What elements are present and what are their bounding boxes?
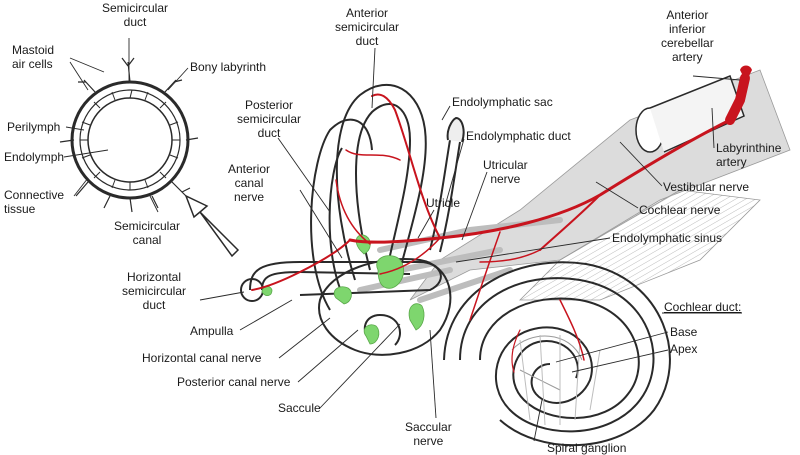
label-cochlear-duct: Cochlear duct: — [664, 300, 742, 314]
label-posterior-semicircular-duct: Posterior semicircular duct — [237, 98, 302, 140]
label-cochlear-nerve: Cochlear nerve — [639, 203, 721, 217]
label-spiral-ganglion: Spiral ganglion — [547, 441, 627, 455]
label-anterior-inferior-cerebellar-artery: Anterior inferior cerebellar artery — [661, 8, 714, 64]
label-anterior-semicircular-duct: Anterior semicircular duct — [335, 6, 400, 48]
label-endolymphatic-duct: Endolymphatic duct — [466, 129, 571, 143]
endolymph-duct-wall — [87, 97, 173, 183]
cross-section-leader-lines — [63, 38, 189, 213]
label-utricle: Utricle — [426, 196, 461, 210]
mastoid-air-cell-spikes — [59, 57, 199, 213]
canal-cross-section — [59, 38, 199, 213]
cochlea — [443, 261, 671, 447]
label-connective-tissue: Connective tissue — [4, 188, 65, 216]
label-vestibular-nerve: Vestibular nerve — [663, 180, 750, 194]
label-apex: Apex — [670, 342, 698, 356]
label-endolymphatic-sinus: Endolymphatic sinus — [612, 231, 723, 245]
label-endolymphatic-sac: Endolymphatic sac — [452, 95, 553, 109]
label-bony-labyrinth: Bony labyrinth — [190, 60, 267, 74]
leader-lines — [199, 47, 742, 442]
label-posterior-canal-nerve: Posterior canal nerve — [177, 375, 291, 389]
connective-tissue-strands — [80, 89, 180, 190]
spiral-ganglion-hatching — [519, 334, 601, 426]
labyrinthine-artery — [251, 73, 750, 373]
label-base: Base — [670, 325, 698, 339]
label-semicircular-canal: Semicircular canal — [114, 219, 181, 247]
label-saccular-nerve: Saccular nerve — [405, 420, 452, 448]
label-anterior-canal-nerve: Anterior canal nerve — [228, 162, 271, 204]
label-horizontal-canal-nerve: Horizontal canal nerve — [142, 351, 262, 365]
label-mastoid-air-cells: Mastoid air cells — [12, 43, 55, 71]
magnify-arrow — [184, 194, 240, 258]
label-labyrinthine-artery: Labyrinthine artery — [716, 141, 782, 169]
label-horizontal-semicircular-duct: Horizontal semicircular duct — [122, 270, 187, 312]
endolymphatic-sac — [446, 116, 465, 143]
cerebellar-artery-tip — [740, 65, 752, 82]
label-saccule: Saccule — [278, 401, 321, 415]
label-perilymph: Perilymph — [7, 120, 61, 134]
label-endolymph: Endolymph — [4, 150, 65, 164]
label-utricular-nerve: Utricular nerve — [483, 158, 528, 186]
label-semicircular-duct: Semicircular duct — [102, 1, 169, 29]
label-ampulla: Ampulla — [190, 324, 234, 338]
